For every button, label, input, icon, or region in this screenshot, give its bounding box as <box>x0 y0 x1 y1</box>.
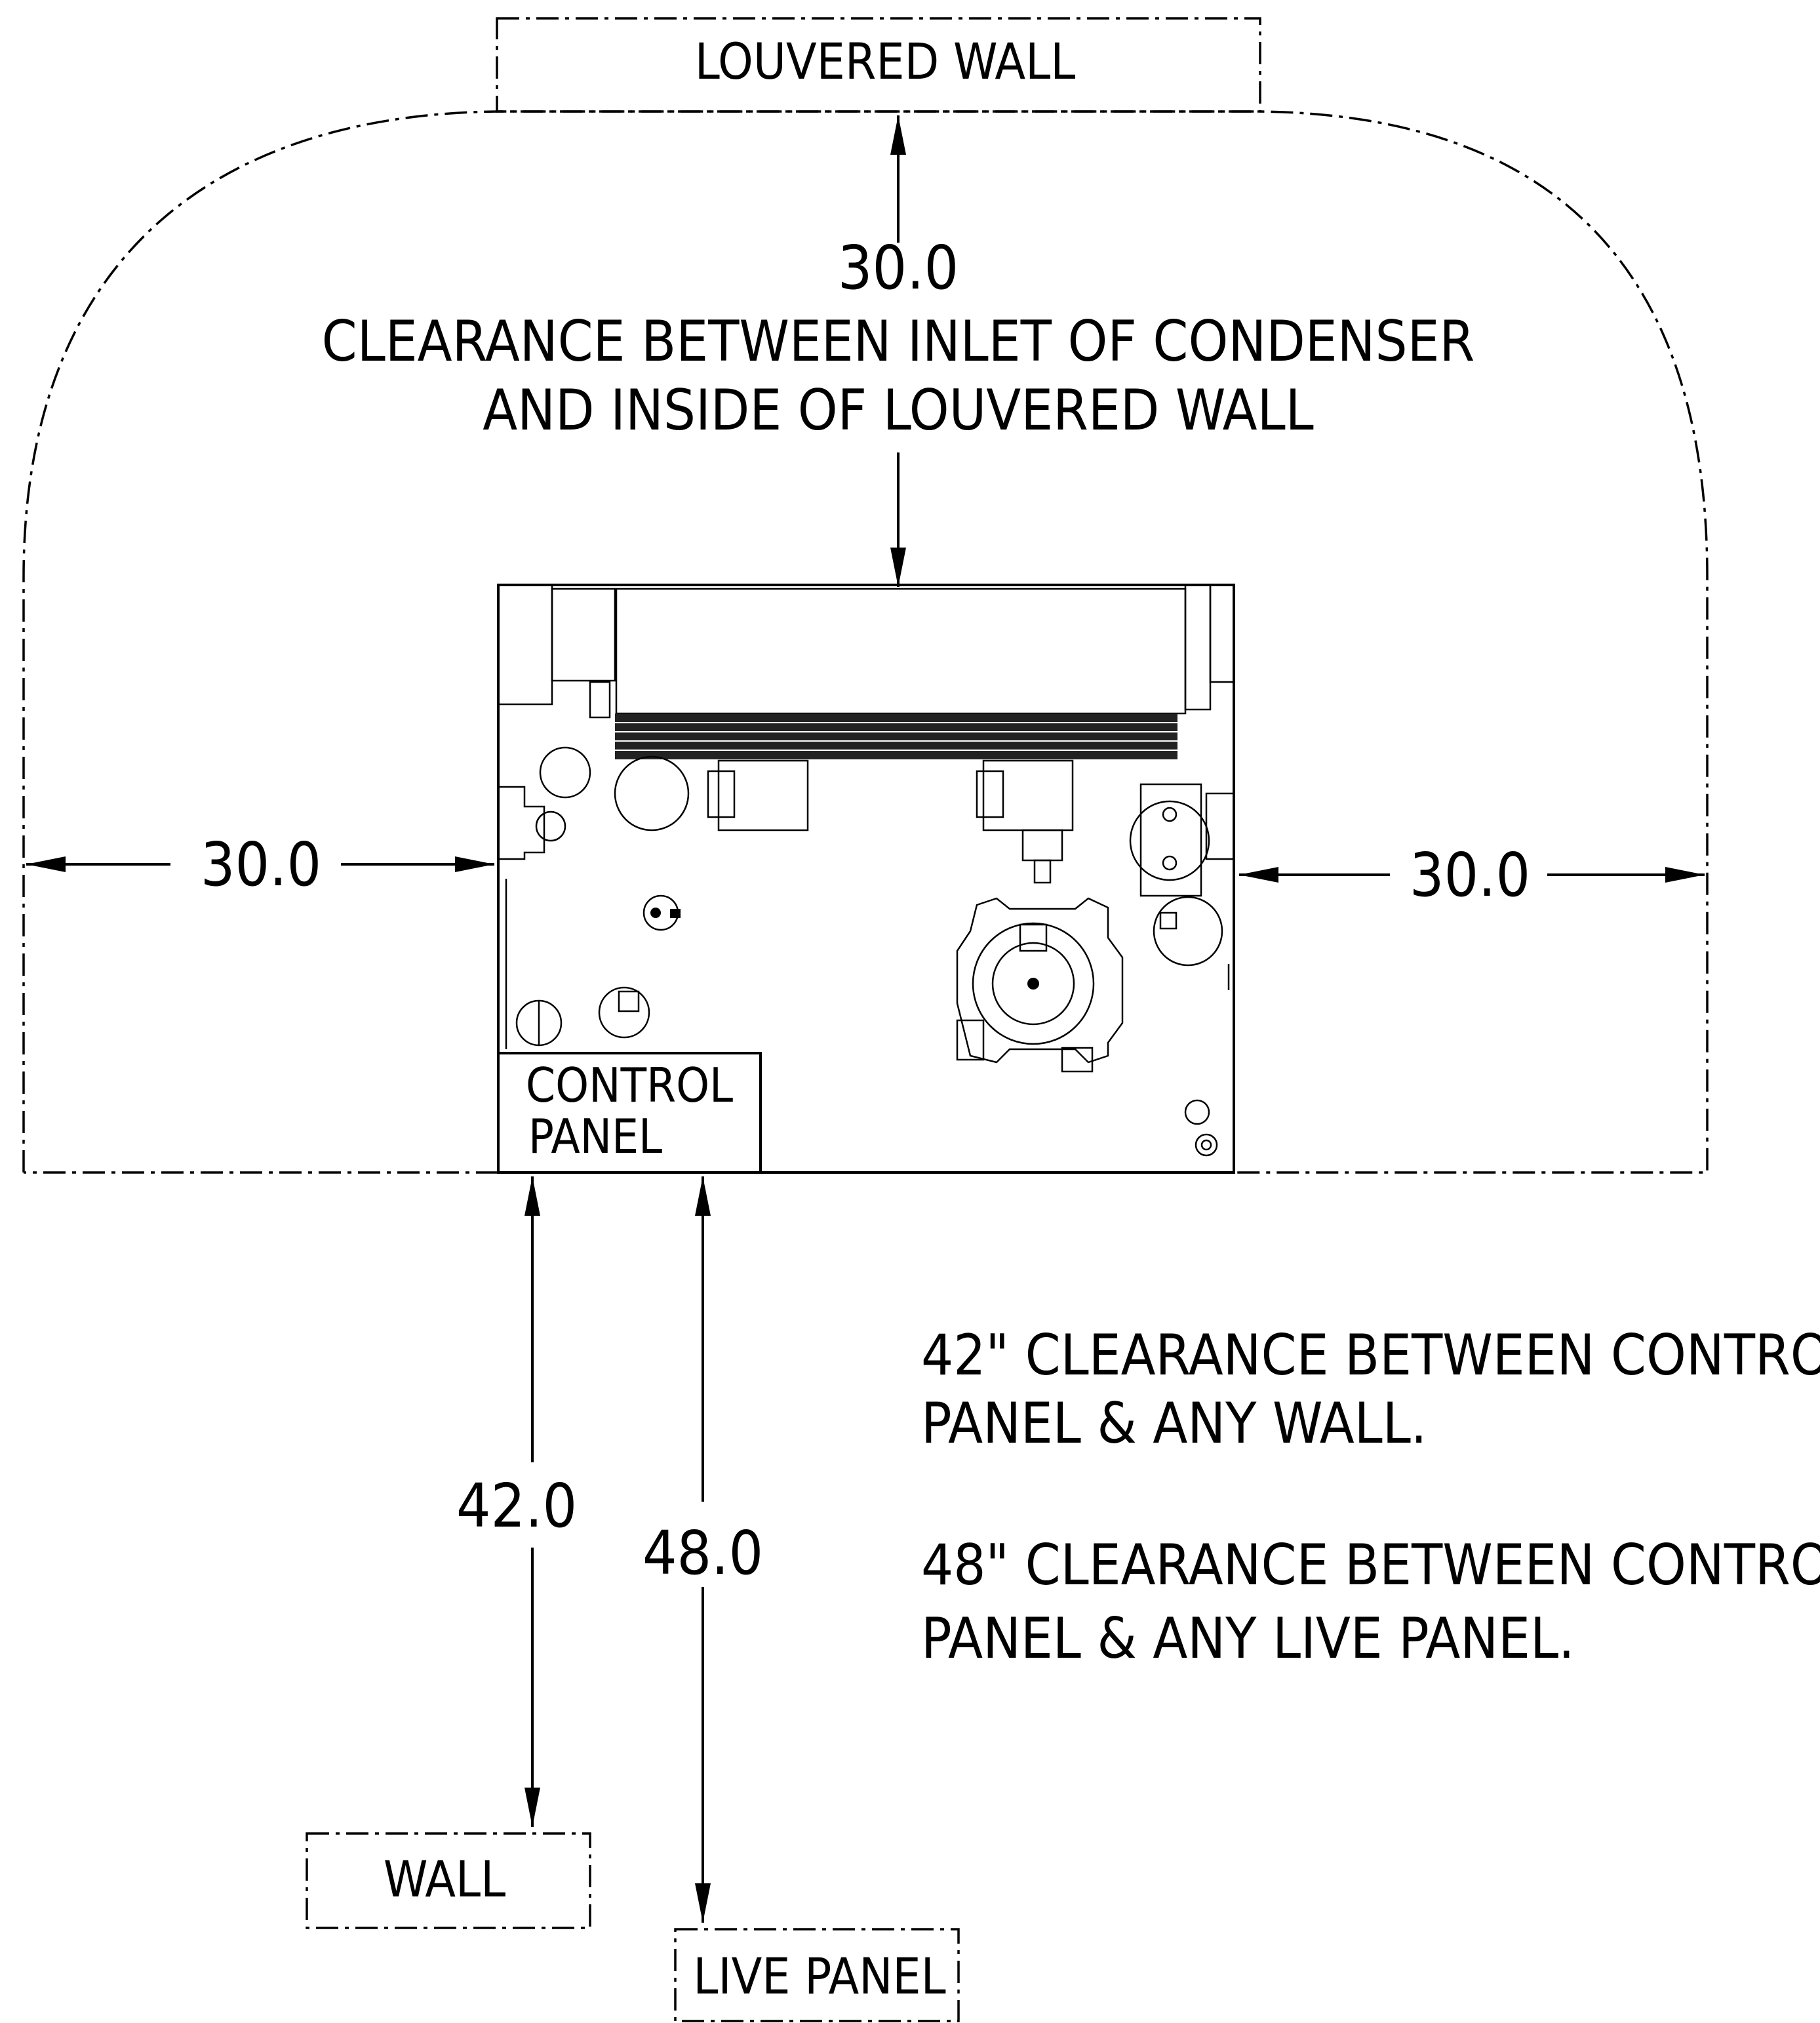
control-panel-label-line2: PANEL <box>528 1109 662 1164</box>
clearance-envelope <box>22 110 1709 1174</box>
clearance-notes: 42" CLEARANCE BETWEEN CONTROL PANEL & AN… <box>921 1323 1820 1672</box>
top-dimension-value: 30.0 <box>838 233 959 303</box>
right-dimension: 30.0 <box>1239 840 1705 910</box>
top-note-line1: CLEARANCE BETWEEN INLET OF CONDENSER <box>322 309 1475 374</box>
condensing-unit <box>497 584 1235 1174</box>
left-dimension-value: 30.0 <box>201 830 321 900</box>
live-note-line2: PANEL & ANY LIVE PANEL. <box>921 1606 1575 1672</box>
wall-dimension: 42.0 <box>456 1176 577 1827</box>
top-note-line2: AND INSIDE OF LOUVERED WALL <box>483 378 1314 443</box>
wall-note-line1: 42" CLEARANCE BETWEEN CONTROL <box>921 1323 1820 1388</box>
live-panel-label: LIVE PANEL <box>693 1947 945 2005</box>
wall-dimension-value: 42.0 <box>456 1471 577 1541</box>
louvered-wall-box: LOUVERED WALL <box>496 17 1261 113</box>
right-dimension-value: 30.0 <box>1410 840 1530 910</box>
louvered-wall-label: LOUVERED WALL <box>695 32 1076 90</box>
live-panel-dimension: 48.0 <box>643 1176 763 1923</box>
top-dimension: 30.0 CLEARANCE BETWEEN INLET OF CONDENSE… <box>322 115 1475 587</box>
wall-box: WALL <box>306 1832 591 1929</box>
wall-note-line2: PANEL & ANY WALL. <box>921 1391 1427 1456</box>
live-panel-box: LIVE PANEL <box>674 1928 960 2022</box>
live-note-line1: 48" CLEARANCE BETWEEN CONTROL <box>921 1532 1820 1598</box>
left-dimension: 30.0 <box>26 830 494 900</box>
live-panel-dimension-value: 48.0 <box>643 1518 763 1588</box>
wall-label: WALL <box>384 1850 505 1908</box>
control-panel-box: CONTROL PANEL <box>497 1052 762 1174</box>
control-panel-label-line1: CONTROL <box>526 1058 733 1113</box>
